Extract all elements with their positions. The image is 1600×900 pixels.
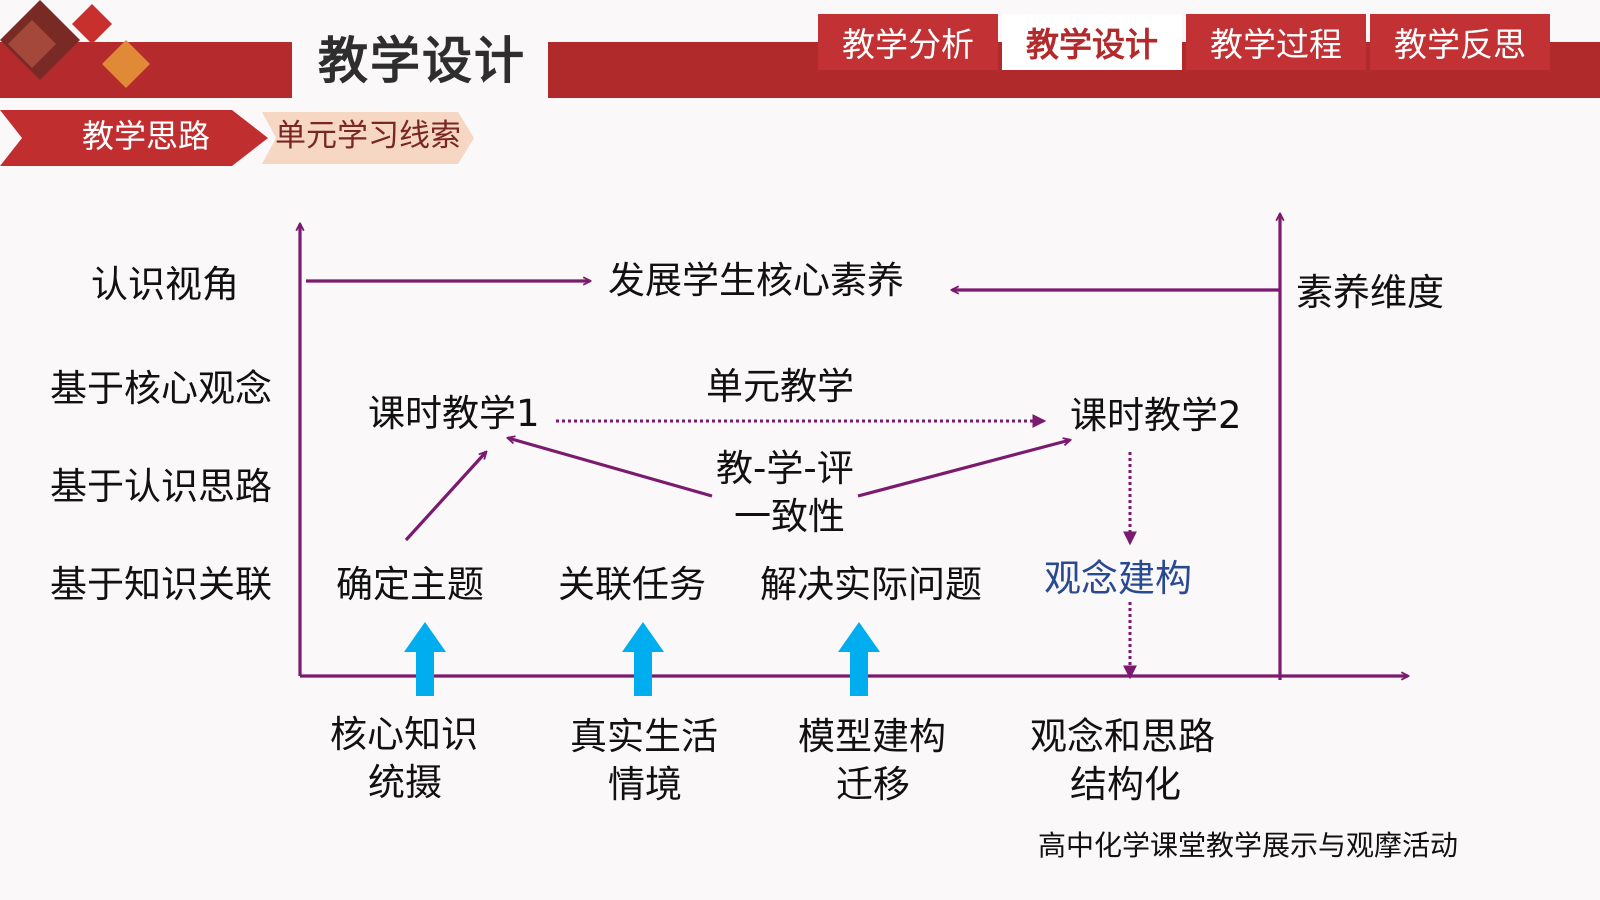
tab-teaching-reflection[interactable]: 教学反思 [1370, 14, 1550, 70]
up-arrow-icon [622, 622, 664, 696]
page-title: 教学设计 [318, 32, 526, 90]
consistency-label-line2: 一致性 [734, 495, 845, 538]
row-label-knowledge-link: 基于知识关联 [50, 563, 272, 606]
up-arrow-icon [838, 622, 880, 696]
bottom-item-real-life-line1: 真实生活 [570, 715, 718, 758]
subtab-label-unit-learning-clue: 单元学习线索 [275, 118, 461, 154]
tab-label: 教学反思 [1394, 25, 1526, 64]
up-arrow-icon [404, 622, 446, 696]
tab-teaching-analysis[interactable]: 教学分析 [818, 14, 998, 70]
header-title-box [292, 22, 548, 102]
arrow-topic-to-lesson1 [404, 452, 486, 542]
unit-teaching-label: 单元教学 [706, 365, 854, 408]
lesson-2-node: 课时教学2 [1070, 394, 1242, 437]
footer-note: 高中化学课堂教学展示与观摩活动 [1038, 829, 1459, 862]
bottom-item-real-life-line2: 情境 [608, 763, 682, 806]
bottom-item-core-knowledge-line1: 核心知识 [330, 713, 478, 756]
core-literacy-goal: 发展学生核心素养 [608, 259, 904, 302]
bottom-item-structure-line2: 结构化 [1070, 763, 1181, 806]
subtab-label-teaching-idea: 教学思路 [82, 117, 211, 155]
step-define-topic: 确定主题 [336, 563, 484, 606]
step-concept-construction: 观念建构 [1044, 557, 1192, 600]
tab-label: 教学设计 [1026, 25, 1158, 64]
step-solve-problems: 解决实际问题 [760, 563, 982, 606]
subtab-unit-learning-clue[interactable] [262, 112, 474, 164]
arrow-consistency-to-lesson1 [508, 438, 713, 498]
tab-label: 教学分析 [842, 25, 974, 64]
row-label-core-concept: 基于核心观念 [50, 367, 272, 410]
bottom-item-model-line1: 模型建构 [798, 715, 946, 758]
row-label-perspective: 认识视角 [91, 263, 239, 306]
tab-teaching-process[interactable]: 教学过程 [1186, 14, 1366, 70]
tab-label: 教学过程 [1210, 25, 1342, 64]
header-logo-decoration [0, 0, 150, 88]
bottom-item-model-line2: 迁移 [836, 763, 910, 806]
consistency-label-line1: 教-学-评 [716, 447, 854, 490]
right-axis-label: 素养维度 [1296, 271, 1444, 314]
step-related-tasks: 关联任务 [558, 563, 706, 606]
row-label-cognitive-path: 基于认识思路 [50, 465, 272, 508]
subtab-teaching-idea[interactable] [0, 110, 268, 166]
arrow-consistency-to-lesson2 [857, 440, 1070, 498]
bottom-item-structure-line1: 观念和思路 [1030, 715, 1215, 758]
lesson-1-node: 课时教学1 [368, 392, 540, 435]
tab-teaching-design[interactable]: 教学设计 [1002, 14, 1182, 70]
bottom-item-core-knowledge-line2: 统摄 [368, 761, 442, 804]
